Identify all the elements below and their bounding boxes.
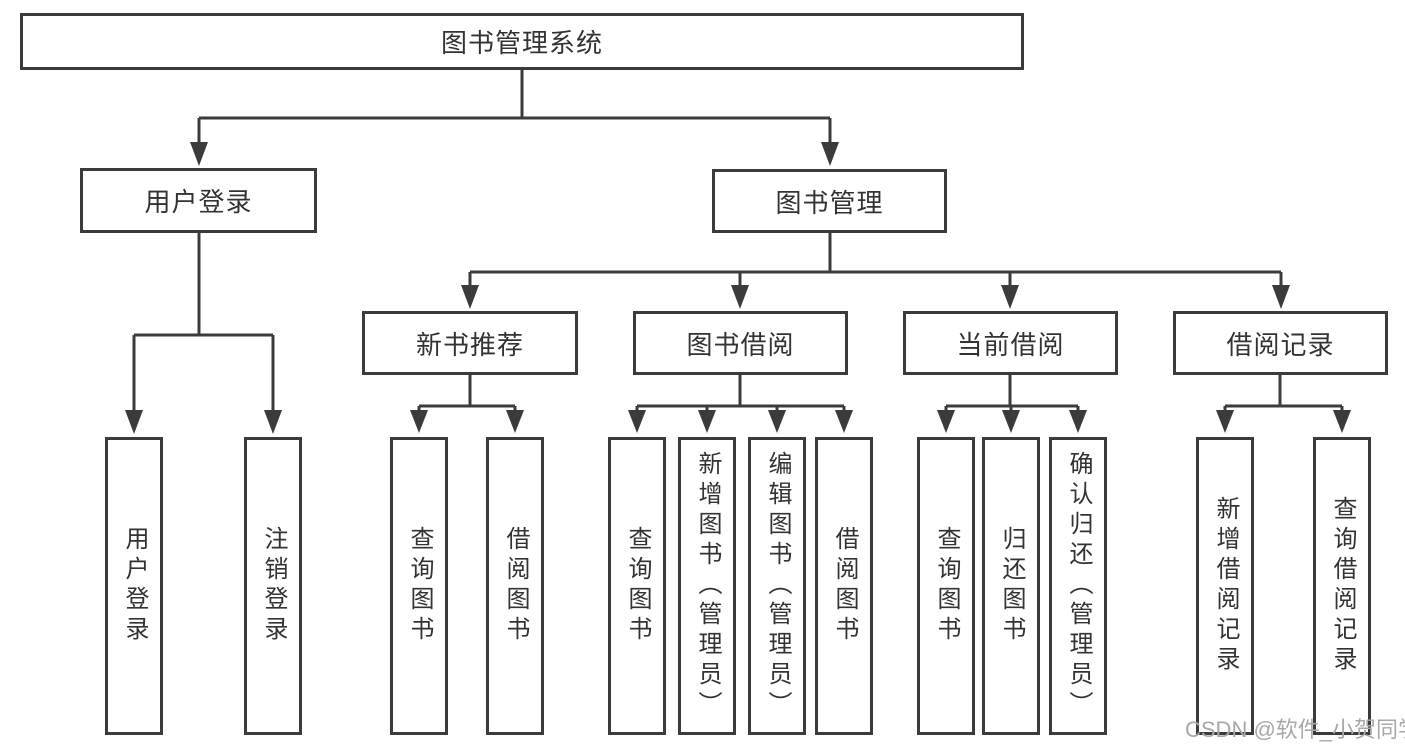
leaf-confirm-return-admin: 确认归还（管理员）	[1049, 437, 1107, 735]
node-borrow-records: 借阅记录	[1173, 311, 1388, 375]
node-user-login: 用户登录	[80, 168, 317, 233]
node-new-book-recommend: 新书推荐	[362, 311, 578, 375]
connector-borrow-split	[635, 375, 846, 412]
connector-root-split	[197, 70, 832, 144]
connector-current-split	[944, 375, 1080, 412]
leaf-query-borrow-record: 查询借阅记录	[1313, 437, 1371, 735]
leaf-borrow-books-recommend: 借阅图书	[486, 437, 544, 735]
arrowheads	[125, 142, 1351, 434]
leaf-add-book-admin: 新增图书（管理员）	[678, 437, 736, 735]
csdn-watermark: CSDN @软件_小贺同学	[1185, 717, 1405, 742]
node-current-borrow: 当前借阅	[903, 311, 1118, 375]
leaf-borrow-books: 借阅图书	[815, 437, 873, 735]
connector-bookmgmt-split	[468, 233, 1283, 288]
leaf-return-books: 归还图书	[982, 437, 1040, 735]
node-book-borrow: 图书借阅	[633, 311, 848, 375]
leaf-add-borrow-record: 新增借阅记录	[1196, 437, 1254, 735]
leaf-logout: 注销登录	[244, 437, 302, 735]
connector-userlogin-split	[132, 233, 275, 412]
leaf-query-books-borrow: 查询图书	[608, 437, 666, 735]
leaf-user-login: 用户登录	[105, 437, 163, 735]
node-book-management: 图书管理	[712, 169, 947, 233]
connector-newbook-split	[417, 375, 517, 412]
connector-records-split	[1223, 375, 1344, 412]
node-library-system: 图书管理系统	[20, 13, 1024, 70]
leaf-edit-book-admin: 编辑图书（管理员）	[748, 437, 806, 735]
leaf-query-books-current: 查询图书	[917, 437, 975, 735]
leaf-query-books-recommend: 查询图书	[390, 437, 448, 735]
